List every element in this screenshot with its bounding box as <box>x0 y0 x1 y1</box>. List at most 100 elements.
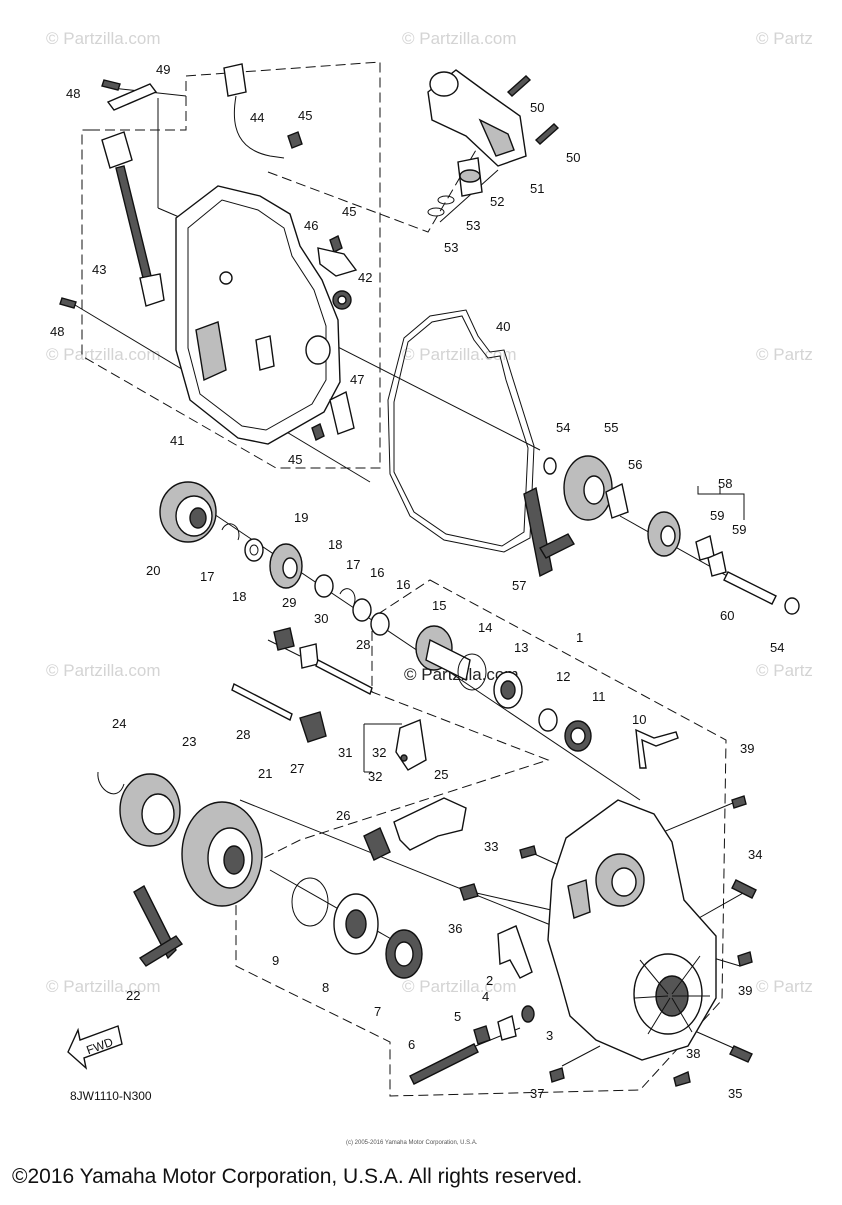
callout-18: 18 <box>328 537 342 552</box>
callout-56: 56 <box>628 457 642 472</box>
seal-bore-42 <box>337 295 347 305</box>
callout-48: 48 <box>66 86 80 101</box>
callout-7: 7 <box>374 1004 381 1019</box>
gear-hub-58 <box>660 525 676 547</box>
callout-44: 44 <box>250 110 264 125</box>
circlip-part-17-second <box>339 588 356 605</box>
callout-28-second: 28 <box>236 727 250 742</box>
washer-part-16-second <box>370 612 390 636</box>
drive-gear-teeth-52 <box>459 169 481 183</box>
callout-53-lower: 53 <box>444 240 458 255</box>
callout-57: 57 <box>512 578 526 593</box>
callout-16-second: 16 <box>396 577 410 592</box>
callout-19: 19 <box>294 510 308 525</box>
watermark-text: © Partzilla.com <box>46 345 161 364</box>
callout-20: 20 <box>146 563 160 578</box>
watermark-text: © Partz <box>756 661 813 680</box>
callout-47: 47 <box>350 372 364 387</box>
cover-tab-41 <box>255 335 275 371</box>
callout-23: 23 <box>182 734 196 749</box>
bracket-31 <box>363 723 402 773</box>
bolt-part-6 <box>409 1043 479 1085</box>
leader-line <box>269 869 401 945</box>
callout-50: 50 <box>530 100 544 115</box>
callout-34: 34 <box>748 847 762 862</box>
callout-49: 49 <box>156 62 170 77</box>
bolt-part-48-lower <box>59 297 77 309</box>
cover-part-41 <box>175 185 341 445</box>
callout-32: 32 <box>372 745 386 760</box>
pipe-part-10 <box>635 728 679 769</box>
callout-38: 38 <box>686 1046 700 1061</box>
watermark-text: © Partzilla.com <box>46 661 161 680</box>
bolt-part-38 <box>673 1071 691 1087</box>
callout-45-mid: 45 <box>342 204 356 219</box>
callout-48-lower: 48 <box>50 324 64 339</box>
plate-part-49 <box>106 83 158 111</box>
nut-part-36 <box>459 883 479 901</box>
callout-10: 10 <box>632 712 646 727</box>
collar-part-56 <box>605 482 629 519</box>
fork-pin-32 <box>400 754 408 762</box>
pad-part-47 <box>329 390 355 435</box>
washer-part-3 <box>521 1005 535 1023</box>
guide-part-46 <box>317 247 358 277</box>
leader-line <box>471 891 561 913</box>
callout-31: 31 <box>338 745 352 760</box>
watermark-text: © Partz <box>756 977 813 996</box>
callout-1: 1 <box>576 630 583 645</box>
bolt-part-35 <box>729 1045 753 1063</box>
watermark-text: © Partzilla.com <box>402 977 517 996</box>
callouts: 1 2 3 4 5 6 7 8 9 10 11 12 13 14 15 16 1… <box>50 62 784 1101</box>
cover-group-outline <box>81 61 381 469</box>
callout-50-second: 50 <box>566 150 580 165</box>
circlip-part-17 <box>221 523 240 541</box>
motor-group-outline <box>267 149 477 233</box>
callout-46: 46 <box>304 218 318 233</box>
callout-24: 24 <box>112 716 126 731</box>
callout-17: 17 <box>346 557 360 572</box>
parts <box>59 63 800 1087</box>
copyright-line: ©2016 Yamaha Motor Corporation, U.S.A. A… <box>12 1165 582 1188</box>
callout-26: 26 <box>336 808 350 823</box>
spacer-part-4 <box>497 1015 517 1041</box>
washer-part-18-second <box>314 574 334 598</box>
case-group-outline <box>235 579 727 1097</box>
callout-40: 40 <box>496 319 510 334</box>
sensor-wire-44 <box>233 95 285 159</box>
callout-59: 59 <box>710 508 724 523</box>
callout-32-second: 32 <box>368 769 382 784</box>
guide-part-2 <box>497 925 533 979</box>
callout-35: 35 <box>728 1086 742 1101</box>
bolt-part-33 <box>519 845 537 859</box>
callout-53: 53 <box>466 218 480 233</box>
clip-part-45-mid <box>329 235 343 253</box>
gear-hub-23 <box>141 793 175 835</box>
callout-21: 21 <box>258 766 272 781</box>
sprocket-bore-21 <box>223 845 245 875</box>
ring-part-9 <box>291 877 329 927</box>
washer-part-12 <box>538 708 558 732</box>
spring-part-26 <box>363 827 391 861</box>
hub-sleeve-15 <box>425 638 471 682</box>
cover-rib-41 <box>195 321 227 382</box>
fwd-indicator: FWD <box>67 1025 123 1070</box>
case-ribs <box>633 955 710 1035</box>
clip-part-45 <box>287 131 303 149</box>
callout-51: 51 <box>530 181 544 196</box>
callout-15: 15 <box>432 598 446 613</box>
fwd-arrow-icon <box>67 1025 123 1070</box>
callout-39-second: 39 <box>738 983 752 998</box>
callout-11: 11 <box>592 689 606 704</box>
chain-part-57 <box>523 486 553 578</box>
bolt-part-34 <box>731 879 757 899</box>
callout-45-low: 45 <box>288 452 302 467</box>
callout-9: 9 <box>272 953 279 968</box>
callout-37: 37 <box>530 1086 544 1101</box>
watermark-layer: © Partzilla.com © Partzilla.com © Partz … <box>46 29 813 996</box>
spring-part-29 <box>273 627 295 651</box>
callout-8: 8 <box>322 980 329 995</box>
callout-59-second: 59 <box>732 522 746 537</box>
callout-41: 41 <box>170 433 184 448</box>
